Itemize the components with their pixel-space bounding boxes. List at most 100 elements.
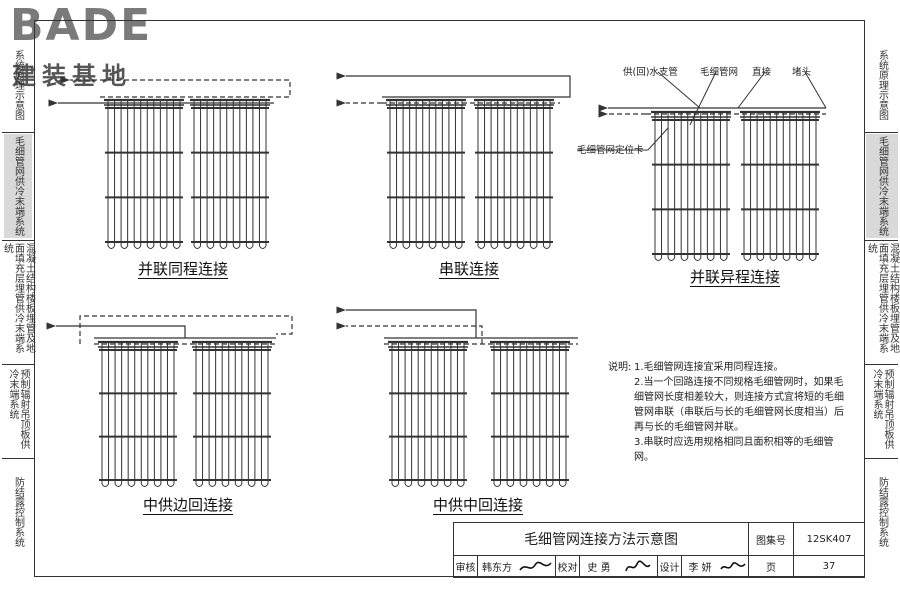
- left-tab-label: 系统原理示意图: [12, 50, 24, 120]
- supply-line: [336, 72, 571, 98]
- tube-bend: [234, 483, 243, 487]
- tube-bend: [809, 257, 817, 261]
- note-row: 3.串联时应选用规格相同且面积相等的毛细管网。: [608, 435, 848, 465]
- left-tab-anticondensation[interactable]: 防结露控制系统: [4, 462, 32, 562]
- tube-bend: [153, 483, 162, 487]
- tube-bend: [159, 245, 168, 249]
- tube-bend: [219, 245, 228, 249]
- leader-capillary-mat: [689, 71, 717, 126]
- tube-bend: [140, 483, 149, 487]
- callout-capillary-mat: 毛细管网: [700, 67, 739, 78]
- callout-locator-clip: 毛细管网定位卡: [577, 145, 644, 156]
- tube-bend: [232, 245, 241, 249]
- right-tab-divider: [864, 458, 898, 459]
- left-tab-divider: [2, 458, 34, 459]
- tube-bend: [720, 257, 728, 261]
- capillary-mat: [192, 340, 272, 487]
- design-label: 设计: [658, 556, 682, 577]
- callout-end-cap: 堵头: [792, 67, 812, 78]
- right-tab-divider: [864, 240, 898, 241]
- frame-top: [34, 20, 864, 21]
- return-loop: [79, 315, 293, 344]
- left-tab-principle[interactable]: 系统原理示意图: [4, 40, 32, 130]
- tube-bend: [146, 245, 155, 249]
- right-tab-label: 系统原理示意图: [876, 50, 888, 120]
- tube-bend: [503, 245, 512, 249]
- atlas-number: 12SK407: [794, 523, 864, 556]
- leader-end-cap: [804, 71, 827, 109]
- tube-bend: [545, 483, 554, 487]
- logo-subtitle: 建装基地: [12, 62, 132, 90]
- left-tab-label: 混凝土结构楼板埋管及地面填充层埋管供冷末端系统: [1, 243, 35, 353]
- tube-bend: [532, 483, 541, 487]
- tube-bend: [114, 483, 123, 487]
- right-tab-ceiling[interactable]: 预制辐射吊顶板供冷末端系统: [868, 368, 896, 456]
- tube-bend: [120, 245, 129, 249]
- tube-bend: [441, 245, 450, 249]
- atlas-label: 图集号: [749, 523, 794, 556]
- tube-bend: [167, 483, 175, 487]
- left-tab-divider: [2, 132, 34, 133]
- note-item-2: 2.当一个回路连接不同规格毛细管网时，如果毛细管网长度相差较大，则连接方式宜将短…: [634, 377, 844, 433]
- tube-bend: [693, 257, 702, 261]
- right-tab-principle[interactable]: 系统原理示意图: [868, 40, 896, 130]
- tube-bend: [206, 245, 215, 249]
- left-tab-capillary[interactable]: 毛细管网供冷末端系统: [4, 134, 32, 238]
- right-tab-label: 预制辐射吊顶板供冷末端系统: [871, 369, 893, 449]
- left-tab-divider: [2, 240, 34, 241]
- drawing-title: 毛细管网连接方法示意图: [454, 523, 749, 556]
- tube-bend: [415, 245, 424, 249]
- note-item-3: 3.串联时应选用规格相同且面积相等的毛细管网。: [634, 437, 834, 463]
- tube-bend: [756, 257, 765, 261]
- reviewer-signature: [516, 556, 556, 577]
- left-tab-slab[interactable]: 混凝土结构楼板埋管及地面填充层埋管供冷末端系统: [1, 242, 35, 362]
- tube-bend: [428, 245, 437, 249]
- logo-title: BADE: [10, 0, 153, 51]
- left-tab-label: 预制辐射吊顶板供冷末端系统: [7, 369, 29, 449]
- reviewer-name: 韩东方: [482, 563, 512, 574]
- tube-bend: [404, 483, 413, 487]
- capillary-mat: [386, 98, 466, 249]
- tube-bend: [795, 257, 804, 261]
- tube-bend: [493, 483, 501, 487]
- tube-bend: [245, 245, 254, 249]
- capillary-mat: [190, 98, 270, 249]
- right-tab-divider: [864, 132, 898, 133]
- tube-bend: [443, 483, 452, 487]
- tube-bend: [706, 257, 715, 261]
- tube-bend: [208, 483, 217, 487]
- leader-locator-clip: [647, 127, 669, 151]
- callout-straight: 直接: [752, 67, 772, 78]
- signature-scribble: [518, 561, 552, 571]
- page-label: 页: [749, 556, 794, 577]
- tube-bend: [769, 257, 778, 261]
- tube-bend: [477, 245, 485, 249]
- right-tab-label: 防结露控制系统: [876, 477, 888, 547]
- capillary-mat: [490, 340, 570, 487]
- tube-bend: [654, 257, 662, 261]
- tube-bend: [430, 483, 439, 487]
- capillary-mat: [388, 340, 468, 487]
- tube-bend: [133, 245, 142, 249]
- callout-supply-pipe: 供(回)水支管: [623, 67, 678, 78]
- design-notes: 说明: 1.毛细管网连接宜采用同程连接。 2.当一个回路连接不同规格毛细管网时，…: [608, 360, 848, 465]
- tube-bend: [506, 483, 515, 487]
- capillary-mat: [98, 340, 178, 487]
- tube-bend: [259, 245, 267, 249]
- right-tab-anticondensation[interactable]: 防结露控制系统: [868, 462, 896, 562]
- caption-series: 串联连接: [439, 260, 500, 278]
- tube-bend: [543, 245, 551, 249]
- tube-bend: [173, 245, 181, 249]
- tube-bend: [417, 483, 426, 487]
- right-tab-capillary[interactable]: 毛细管网供冷末端系统: [866, 134, 898, 238]
- tube-bend: [107, 245, 115, 249]
- right-tab-slab[interactable]: 混凝土结构楼板埋管及地面填充层埋管供冷末端系统: [866, 242, 899, 362]
- tube-bend: [101, 483, 109, 487]
- tube-bend: [519, 483, 528, 487]
- return-line: [336, 322, 483, 344]
- review-label: 审核: [454, 556, 478, 577]
- capillary-mat: [740, 110, 820, 261]
- supply-line: [60, 76, 291, 98]
- left-tab-ceiling[interactable]: 预制辐射吊顶板供冷末端系统: [4, 368, 32, 456]
